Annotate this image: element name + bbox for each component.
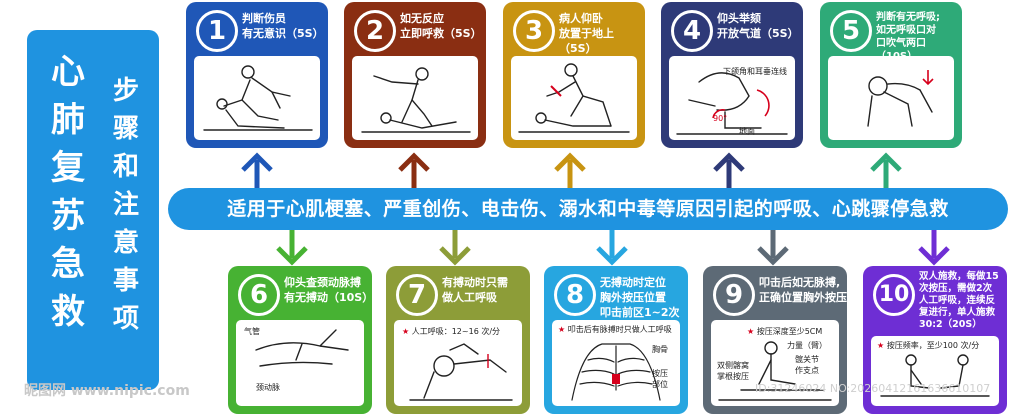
call-help-icon bbox=[361, 67, 471, 133]
step-card-3: 3 病人仰卧 放置于地上（5S） bbox=[503, 2, 645, 148]
step-text-8: 无搏动时定位 胸外按压位置 叩击前区1~2次 bbox=[600, 276, 680, 319]
step-card-1: 1 判断伤员 有无意识（5S） bbox=[186, 2, 328, 148]
mouth-to-mouth-icon bbox=[867, 70, 934, 127]
step-number-1: 1 bbox=[196, 10, 238, 52]
step-illustration-3 bbox=[511, 56, 637, 140]
step-illustration-2 bbox=[352, 56, 478, 140]
star-icon: ★ bbox=[558, 325, 566, 334]
step-text-7: 有搏动时只需 做人工呼吸 bbox=[442, 276, 508, 304]
s6-artery-label: 颈动脉 bbox=[256, 383, 280, 392]
s9-force-label: 力量（臂） bbox=[787, 341, 827, 350]
s10-rate-text: 按压频率，至少100 次/分 bbox=[886, 341, 980, 350]
two-rescuers-icon bbox=[880, 354, 990, 397]
s9-depth-label: ★ 按压深度至少5CM bbox=[747, 326, 822, 337]
usage-band bbox=[168, 188, 1008, 230]
step-number-4: 4 bbox=[671, 10, 713, 52]
step-number-9: 9 bbox=[713, 274, 755, 316]
step-number-8: 8 bbox=[554, 274, 596, 316]
s4-angle-label: 90° bbox=[713, 114, 728, 123]
patient-supine-icon bbox=[518, 63, 630, 133]
step-text-1: 判断伤员 有无意识（5S） bbox=[242, 12, 324, 40]
step-text-2: 如无反应 立即呼救（5S） bbox=[400, 12, 482, 40]
step-card-2: 2 如无反应 立即呼救（5S） bbox=[344, 2, 486, 148]
step-card-5: 5 判断有无呼吸; 如无呼吸口对 口吹气两口（10S） bbox=[820, 2, 962, 148]
step-card-7: 7 有搏动时只需 做人工呼吸 ★ 人工呼吸：12~16 次/分 bbox=[386, 266, 530, 414]
step-illustration-6: 气管 颈动脉 bbox=[236, 320, 364, 406]
step-number-6: 6 bbox=[238, 274, 280, 316]
step-card-4: 4 仰头举颏 开放气道（5S） 下颌角和耳垂连线 90° 地面 bbox=[661, 2, 803, 148]
s9-depth-text: 按压深度至少5CM bbox=[756, 327, 823, 336]
step-text-10: 双人施救，每做15 次按压，需做2次 人工呼吸，连续反 复进行，单人施救 30:… bbox=[919, 271, 999, 330]
step-number-3: 3 bbox=[513, 10, 555, 52]
s8-chest-label: 胸骨 bbox=[652, 345, 668, 354]
s8-note-text: 叩击后有脉搏时只做人工呼吸 bbox=[567, 325, 672, 334]
step-number-10: 10 bbox=[873, 274, 915, 316]
step-text-9: 叩击后如无脉搏, 正确位置胸外按压 bbox=[759, 276, 847, 304]
step-illustration-9: ★ 按压深度至少5CM 力量（臂） 髋关节 作支点 双侧髂窝 掌根按压 bbox=[711, 320, 839, 406]
step-number-5: 5 bbox=[830, 10, 872, 52]
chest-compression-icon bbox=[718, 341, 832, 401]
step-illustration-8: ★ 叩击后有脉搏时只做人工呼吸 胸骨 按压 部位 bbox=[552, 320, 680, 406]
watermark-id: ID:31246024 NO:20260412161636610107 bbox=[755, 382, 991, 395]
step-text-4: 仰头举颏 开放气道（5S） bbox=[717, 12, 799, 40]
s4-line-label: 下颌角和耳垂连线 bbox=[723, 67, 787, 76]
s7-rate-text: 人工呼吸：12~16 次/分 bbox=[411, 327, 501, 336]
step-illustration-5 bbox=[828, 56, 954, 140]
s8-note-label: ★ 叩击后有脉搏时只做人工呼吸 bbox=[558, 324, 672, 335]
s6-trachea-label: 气管 bbox=[244, 327, 260, 336]
s9-hand-label: 双侧髂窝 掌根按压 bbox=[717, 361, 749, 381]
star-icon: ★ bbox=[747, 327, 755, 336]
pulse-check-icon bbox=[255, 329, 349, 367]
usage-band-text: 适用于心肌梗塞、严重创伤、电击伤、溺水和中毒等原因引起的呼吸、心跳骤停急救 bbox=[227, 198, 949, 220]
step-number-7: 7 bbox=[396, 274, 438, 316]
head-tilt-icon bbox=[676, 72, 788, 135]
step-illustration-1 bbox=[194, 56, 320, 140]
step-illustration-10: ★ 按压频率，至少100 次/分 bbox=[871, 336, 999, 406]
step-illustration-4: 下颌角和耳垂连线 90° 地面 bbox=[669, 56, 795, 140]
s8-press-label: 按压 部位 bbox=[652, 369, 668, 389]
step-number-2: 2 bbox=[354, 10, 396, 52]
watermark-site: 昵图网 www.nipic.com bbox=[24, 383, 190, 399]
chest-position-icon bbox=[571, 343, 661, 401]
s10-rate-label: ★ 按压频率，至少100 次/分 bbox=[877, 340, 979, 351]
step-card-6: 6 仰头查颈动脉搏 有无搏动（10S） 气管 颈动脉 bbox=[228, 266, 374, 414]
star-icon: ★ bbox=[877, 341, 885, 350]
star-icon: ★ bbox=[402, 327, 410, 336]
s4-ground-label: 地面 bbox=[739, 127, 755, 136]
s7-rate-label: ★ 人工呼吸：12~16 次/分 bbox=[402, 326, 500, 337]
title-panel bbox=[27, 30, 159, 390]
step-text-3: 病人仰卧 放置于地上（5S） bbox=[559, 12, 614, 55]
step-text-6: 仰头查颈动脉搏 有无搏动（10S） bbox=[284, 276, 374, 304]
step-card-9: 9 叩击后如无脉搏, 正确位置胸外按压 ★ 按压深度至少5CM 力量（臂） 髋关… bbox=[703, 266, 847, 414]
rescuer-check-icon bbox=[203, 65, 313, 131]
rescue-breathing-icon bbox=[409, 343, 513, 401]
step-illustration-7: ★ 人工呼吸：12~16 次/分 bbox=[394, 320, 522, 406]
sub-title: 步骤和注意事项 bbox=[112, 76, 139, 334]
step-card-10: 10 双人施救，每做15 次按压，需做2次 人工呼吸，连续反 复进行，单人施救 … bbox=[863, 266, 1007, 414]
s9-fulcrum-label: 髋关节 作支点 bbox=[795, 355, 819, 375]
step-card-8: 8 无搏动时定位 胸外按压位置 叩击前区1~2次 ★ 叩击后有脉搏时只做人工呼吸… bbox=[544, 266, 688, 414]
main-title: 心肺复苏急救 bbox=[51, 52, 85, 332]
